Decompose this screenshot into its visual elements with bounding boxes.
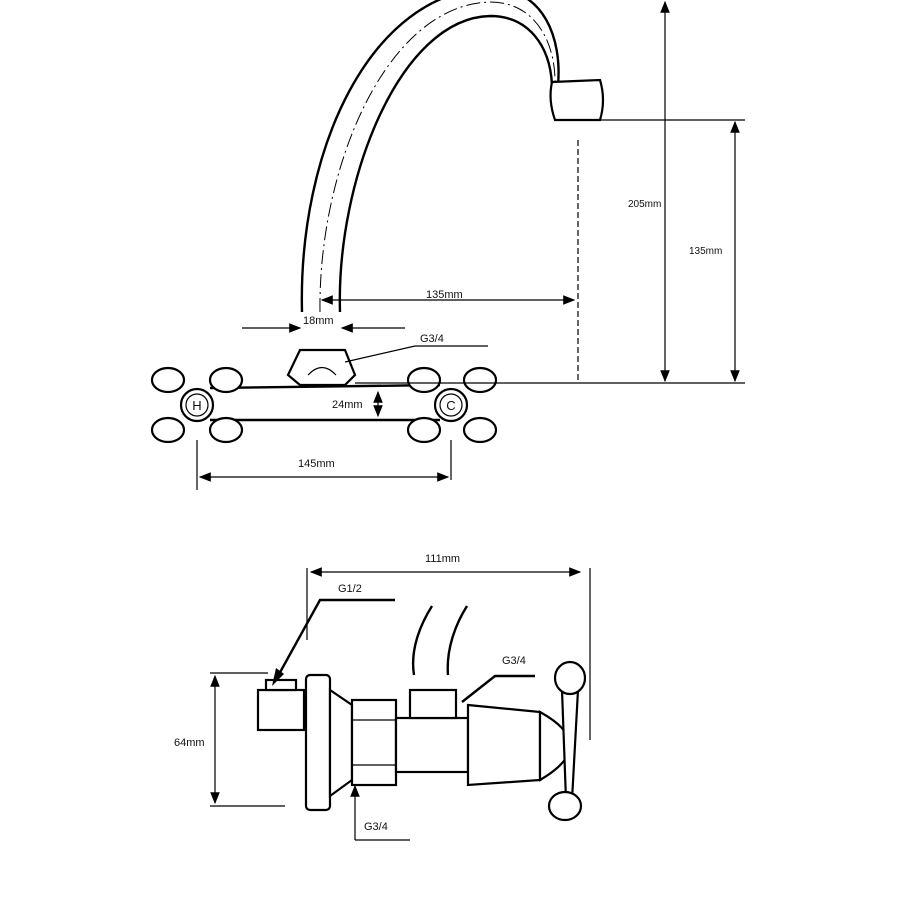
valve-body (394, 716, 470, 774)
dim-body-height: 24mm (332, 399, 363, 411)
dim-spout-height: 135mm (689, 246, 722, 257)
valve-cap (466, 703, 542, 787)
dim-side-height: 64mm (174, 737, 205, 749)
label-side-spout-thread: G3/4 (502, 655, 526, 667)
wall-flange (304, 673, 332, 812)
hot-handle: H (150, 366, 244, 444)
spout-socket (408, 688, 458, 720)
label-inlet-thread: G1/2 (338, 583, 362, 595)
dim-reach: 135mm (426, 289, 463, 301)
cold-label: C (446, 398, 455, 413)
dim-total-height: 205mm (628, 199, 661, 210)
handle-bottom-knob (547, 790, 583, 822)
side-view-faucet (256, 605, 587, 822)
dim-spout-diameter: 18mm (303, 315, 334, 327)
union-nut (350, 698, 398, 787)
dim-center-distance: 145mm (298, 458, 335, 470)
cold-handle: C (406, 366, 498, 444)
handle-top-knob (553, 660, 587, 696)
dim-depth: 111mm (425, 553, 460, 565)
spout-nozzle (549, 78, 605, 122)
spout (300, 0, 605, 313)
mixer-body (209, 383, 441, 422)
hot-label: H (192, 398, 201, 413)
label-nut-thread: G3/4 (364, 821, 388, 833)
spout-nut (286, 348, 357, 387)
inlet-nipple (256, 688, 306, 732)
dimension-lines-side (210, 567, 591, 841)
dimension-lines-top (196, 0, 745, 490)
label-spout-thread: G3/4 (420, 333, 444, 345)
